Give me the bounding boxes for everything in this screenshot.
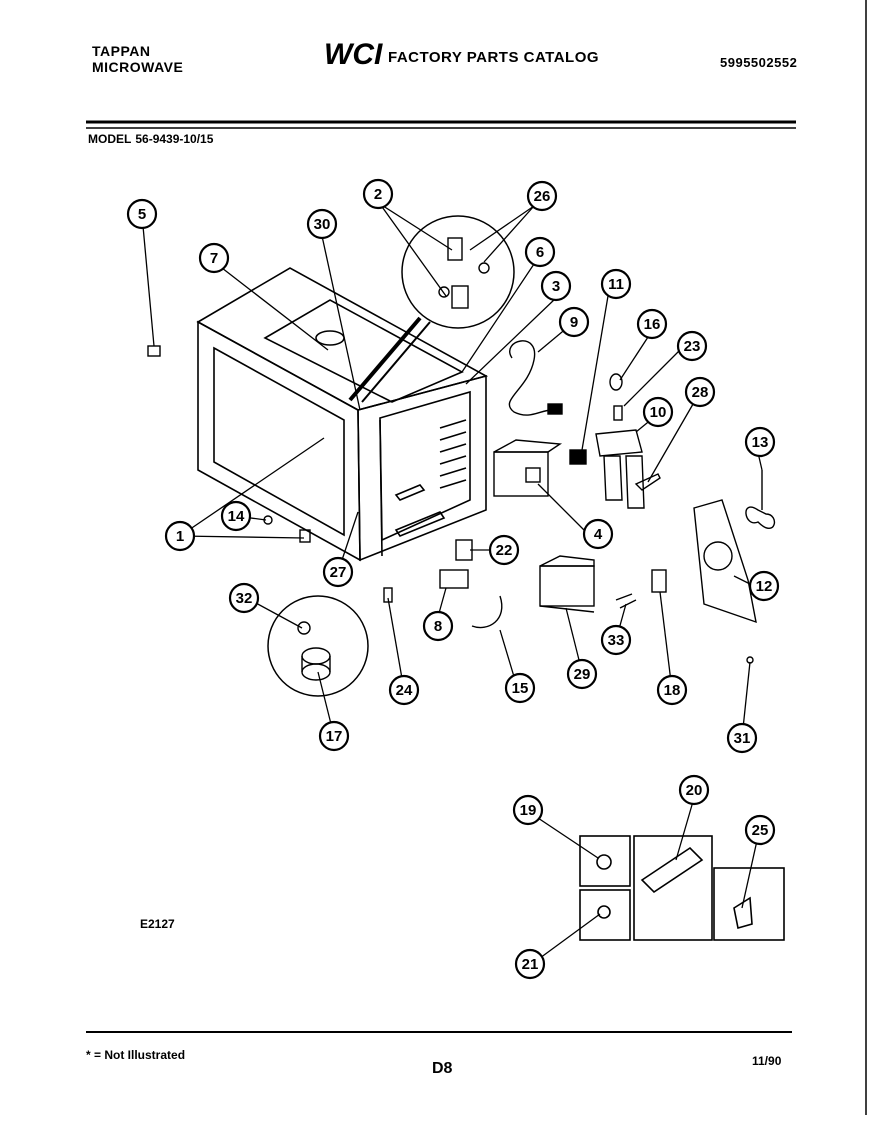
svg-text:5: 5 [138, 206, 146, 223]
svg-text:21: 21 [522, 956, 539, 973]
callout-28: 28 [684, 376, 716, 408]
svg-text:27: 27 [330, 564, 347, 581]
catalog-date: 11/90 [752, 1054, 782, 1068]
callout-11: 11 [600, 268, 632, 300]
svg-text:15: 15 [512, 680, 529, 697]
callout-24: 24 [388, 674, 420, 706]
callout-30: 30 [306, 208, 338, 240]
catalog-number: 5995502552 [720, 55, 798, 70]
motor-detail-circle [267, 595, 369, 697]
svg-text:14: 14 [228, 508, 245, 525]
svg-text:8: 8 [434, 618, 442, 635]
svg-text:19: 19 [520, 802, 537, 819]
svg-text:9: 9 [570, 314, 578, 331]
callout-5: 5 [126, 198, 158, 230]
callout-9: 9 [558, 306, 590, 338]
svg-text:23: 23 [684, 338, 701, 355]
svg-text:24: 24 [396, 682, 413, 699]
svg-text:17: 17 [326, 728, 343, 745]
svg-text:20: 20 [686, 782, 703, 799]
callout-19: 19 [512, 794, 544, 826]
callout-17: 17 [318, 720, 350, 752]
callout-32: 32 [228, 582, 260, 614]
page-code: D8 [432, 1060, 453, 1077]
product-type: MICROWAVE [92, 59, 184, 75]
svg-text:4: 4 [594, 526, 603, 543]
model-number: 56-9439-10/15 [135, 132, 214, 146]
svg-text:18: 18 [664, 682, 681, 699]
svg-text:25: 25 [752, 822, 769, 839]
callout-33: 33 [600, 624, 632, 656]
callout-1: 1 [164, 520, 196, 552]
callout-18: 18 [656, 674, 688, 706]
svg-text:6: 6 [536, 244, 544, 261]
callout-3: 3 [540, 270, 572, 302]
callout-6: 6 [524, 236, 556, 268]
callout-29: 29 [566, 658, 598, 690]
svg-text:13: 13 [752, 434, 769, 451]
svg-text:22: 22 [496, 542, 513, 559]
motor-detail [297, 621, 331, 681]
svg-text:32: 32 [236, 590, 253, 607]
callout-23: 23 [676, 330, 708, 362]
svg-text:3: 3 [552, 278, 560, 295]
switch-detail-circle [401, 215, 515, 329]
svg-text:31: 31 [734, 730, 751, 747]
callout-27: 27 [322, 556, 354, 588]
callout-8: 8 [422, 610, 454, 642]
callout-21: 21 [514, 948, 546, 980]
callout-15: 15 [504, 672, 536, 704]
callout-12: 12 [748, 570, 780, 602]
svg-text:29: 29 [574, 666, 591, 683]
leader-lines [142, 203, 763, 959]
drawing-code: E2127 [140, 917, 175, 931]
svg-text:7: 7 [210, 250, 218, 267]
callout-13: 13 [744, 426, 776, 458]
svg-text:12: 12 [756, 578, 773, 595]
callout-4: 4 [582, 518, 614, 550]
svg-text:11: 11 [608, 276, 624, 293]
brand-name: TAPPAN [92, 43, 151, 59]
callout-22: 22 [488, 534, 520, 566]
catalog-title: FACTORY PARTS CATALOG [388, 49, 600, 66]
callout-26: 26 [526, 180, 558, 212]
svg-text:10: 10 [650, 404, 667, 421]
wci-logo: WCI [324, 38, 383, 70]
cabinet-drawing [196, 267, 489, 562]
svg-text:33: 33 [608, 632, 625, 649]
callout-10: 10 [642, 396, 674, 428]
svg-text:16: 16 [644, 316, 661, 333]
callout-31: 31 [726, 722, 758, 754]
components [147, 340, 776, 664]
svg-text:26: 26 [534, 188, 551, 205]
svg-text:30: 30 [314, 216, 331, 233]
svg-text:2: 2 [374, 186, 382, 203]
callout-2: 2 [362, 178, 394, 210]
callout-20: 20 [678, 774, 710, 806]
callout-16: 16 [636, 308, 668, 340]
switch-detail [438, 237, 490, 309]
callout-14: 14 [220, 500, 252, 532]
logo-text: WCI [324, 38, 383, 70]
brand-block: TAPPAN MICROWAVE [92, 43, 183, 75]
footnote: * = Not Illustrated [86, 1048, 186, 1062]
svg-text:1: 1 [176, 528, 184, 545]
callout-7: 7 [198, 242, 230, 274]
callouts: 1 2 3 4 5 6 7 8 9 10 11 12 13 14 15 16 1… [126, 178, 780, 980]
callout-25: 25 [744, 814, 776, 846]
svg-text:28: 28 [692, 384, 709, 401]
inset-boxes [579, 835, 785, 941]
model-label: MODEL [88, 132, 132, 146]
